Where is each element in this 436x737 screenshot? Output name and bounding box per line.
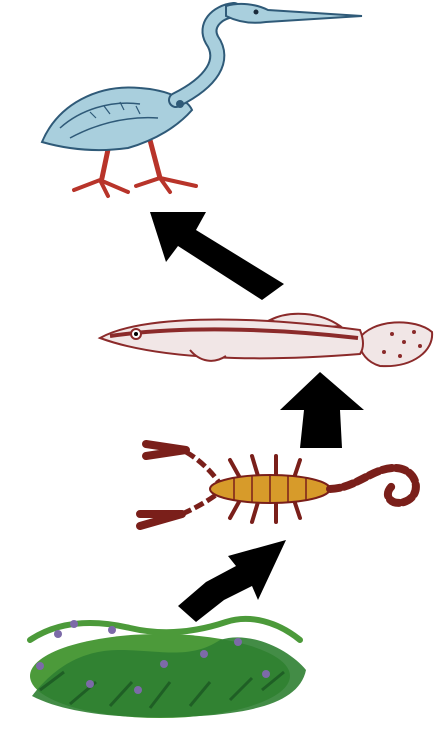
plants-illustration — [30, 619, 306, 718]
arrow-fish-to-heron — [150, 212, 284, 300]
fish-illustration — [100, 314, 432, 366]
scorpion-illustration — [140, 444, 416, 526]
heron-illustration — [42, 4, 362, 196]
arrow-scorpion-to-fish — [280, 372, 364, 448]
arrow-plants-to-scorpion — [178, 540, 286, 622]
